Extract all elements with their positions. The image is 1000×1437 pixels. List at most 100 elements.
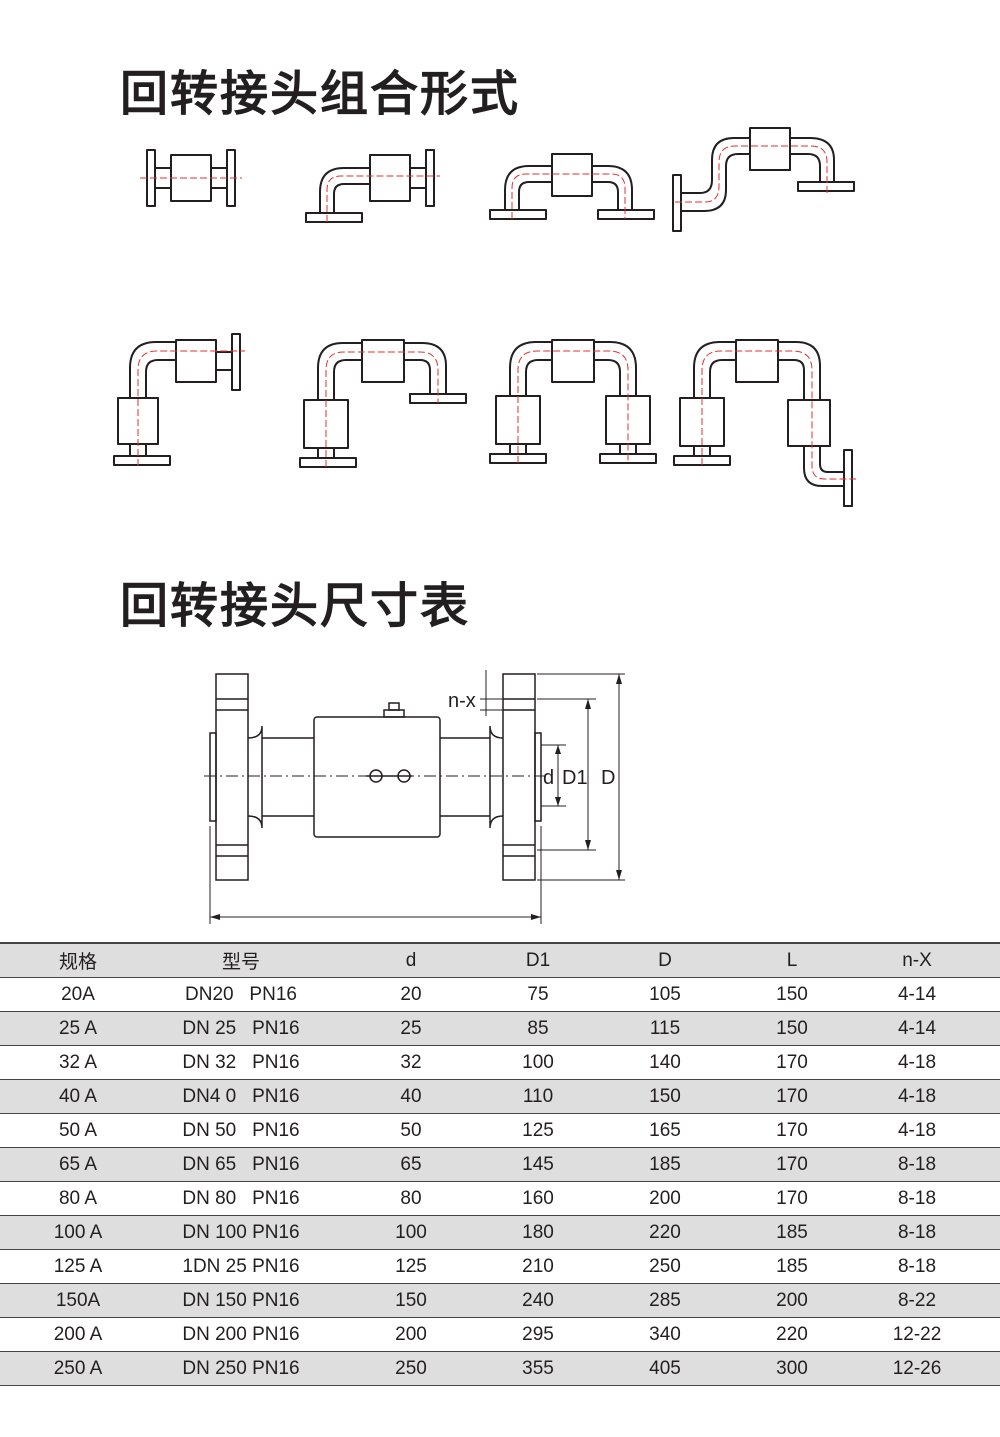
cell-D1: 240 xyxy=(496,1283,580,1318)
cell-model: 1DN 25 PN16 xyxy=(156,1249,326,1284)
cell-D: 185 xyxy=(580,1147,750,1182)
cell-spec: 32 A xyxy=(0,1045,156,1080)
form-u-shape xyxy=(489,153,655,220)
cell-d: 40 xyxy=(326,1079,496,1114)
cell-model: DN 65 PN16 xyxy=(156,1147,326,1182)
cell-d: 65 xyxy=(326,1147,496,1182)
cell-n-x: 8-18 xyxy=(834,1249,1000,1284)
cell-d: 150 xyxy=(326,1283,496,1318)
cell-d: 100 xyxy=(326,1215,496,1250)
cell-D: 165 xyxy=(580,1113,750,1148)
cell-D1: 125 xyxy=(496,1113,580,1148)
combination-forms-title: 回转接头组合形式 xyxy=(120,66,521,122)
label-d: d xyxy=(543,767,554,789)
cell-model: DN 250 PN16 xyxy=(156,1351,326,1386)
cell-n-x: 8-18 xyxy=(834,1181,1000,1216)
cell-n-x: 4-18 xyxy=(834,1079,1000,1114)
cell-D: 250 xyxy=(580,1249,750,1284)
cell-d: 250 xyxy=(326,1351,496,1386)
cell-n-x: 8-22 xyxy=(834,1283,1000,1318)
cell-d: 125 xyxy=(326,1249,496,1284)
cell-D1: 180 xyxy=(496,1215,580,1250)
cell-spec: 125 A xyxy=(0,1249,156,1284)
cell-model: DN 150 PN16 xyxy=(156,1283,326,1318)
cell-model: DN20 PN16 xyxy=(156,977,326,1012)
cell-D1: 145 xyxy=(496,1147,580,1182)
cell-D1: 160 xyxy=(496,1181,580,1216)
cell-d: 32 xyxy=(326,1045,496,1080)
header-spec: 规格 xyxy=(0,942,156,978)
cell-L: 220 xyxy=(750,1317,834,1352)
cell-L: 170 xyxy=(750,1113,834,1148)
cell-spec: 100 A xyxy=(0,1215,156,1250)
label-D: D xyxy=(601,767,615,789)
form-double-swivel-elbow xyxy=(113,333,245,466)
cell-n-x: 4-18 xyxy=(834,1113,1000,1148)
cell-D1: 210 xyxy=(496,1249,580,1284)
cell-n-x: 4-14 xyxy=(834,1011,1000,1046)
form-s-shape xyxy=(672,127,855,232)
label-D1: D1 xyxy=(562,767,588,789)
cell-L: 300 xyxy=(750,1351,834,1386)
cell-model: DN 25 PN16 xyxy=(156,1011,326,1046)
label-n-x: n-x xyxy=(448,690,476,712)
cell-model: DN4 0 PN16 xyxy=(156,1079,326,1114)
cell-L: 170 xyxy=(750,1147,834,1182)
cell-spec: 25 A xyxy=(0,1011,156,1046)
cell-spec: 200 A xyxy=(0,1317,156,1352)
combination-forms-diagram xyxy=(113,127,856,507)
cell-spec: 150A xyxy=(0,1283,156,1318)
cell-d: 200 xyxy=(326,1317,496,1352)
cell-D: 285 xyxy=(580,1283,750,1318)
cell-n-x: 8-18 xyxy=(834,1147,1000,1182)
cell-D: 405 xyxy=(580,1351,750,1386)
cell-n-x: 4-14 xyxy=(834,977,1000,1012)
cell-L: 185 xyxy=(750,1215,834,1250)
cell-n-x: 12-22 xyxy=(834,1317,1000,1352)
cell-spec: 80 A xyxy=(0,1181,156,1216)
cell-n-x: 12-26 xyxy=(834,1351,1000,1386)
form-single-elbow xyxy=(305,149,440,223)
cell-D1: 75 xyxy=(496,977,580,1012)
cell-spec: 20A xyxy=(0,977,156,1012)
form-double-swivel-return xyxy=(299,339,467,468)
cell-d: 50 xyxy=(326,1113,496,1148)
cell-d: 20 xyxy=(326,977,496,1012)
cell-D: 140 xyxy=(580,1045,750,1080)
cell-d: 25 xyxy=(326,1011,496,1046)
cell-d: 80 xyxy=(326,1181,496,1216)
form-straight xyxy=(140,149,242,207)
cell-model: DN 100 PN16 xyxy=(156,1215,326,1250)
swivel-joint-dimension-drawing: n-x d D1 D xyxy=(204,670,625,924)
cell-L: 170 xyxy=(750,1079,834,1114)
header-D1: D1 xyxy=(496,942,580,978)
cell-D1: 85 xyxy=(496,1011,580,1046)
form-triple-swivel-u xyxy=(489,339,657,464)
cell-model: DN 200 PN16 xyxy=(156,1317,326,1352)
cell-L: 150 xyxy=(750,1011,834,1046)
cell-n-x: 4-18 xyxy=(834,1045,1000,1080)
form-triple-swivel-s xyxy=(673,339,856,507)
header-model: 型号 xyxy=(156,942,326,978)
dimension-table-title: 回转接头尺寸表 xyxy=(120,578,471,634)
header-d: d xyxy=(326,942,496,978)
cell-D1: 355 xyxy=(496,1351,580,1386)
cell-model: DN 32 PN16 xyxy=(156,1045,326,1080)
cell-L: 185 xyxy=(750,1249,834,1284)
cell-D: 220 xyxy=(580,1215,750,1250)
cell-D: 105 xyxy=(580,977,750,1012)
cell-D1: 100 xyxy=(496,1045,580,1080)
cell-spec: 40 A xyxy=(0,1079,156,1114)
cell-D: 200 xyxy=(580,1181,750,1216)
